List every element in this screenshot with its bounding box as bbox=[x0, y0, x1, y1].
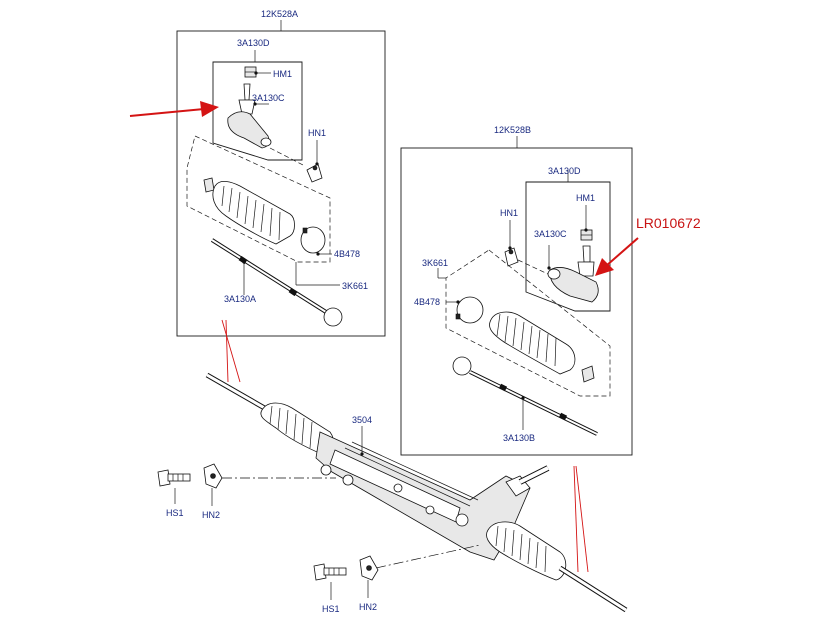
left-tierod-end bbox=[227, 83, 272, 149]
mount-bolt-hs1-bottom bbox=[313, 563, 347, 581]
left-highlight-arrow bbox=[129, 101, 219, 117]
label-HM1-right: HM1 bbox=[576, 193, 595, 203]
steering-rack bbox=[205, 372, 628, 613]
mount-bracket-hn2-bottom bbox=[359, 555, 379, 581]
right-bolt-hn1 bbox=[504, 247, 519, 267]
mount-bracket-hn2-top bbox=[203, 463, 223, 489]
label-HS1-top: HS1 bbox=[166, 508, 184, 518]
label-3K661-right: 3K661 bbox=[422, 258, 448, 268]
right-tierod-end bbox=[547, 245, 599, 303]
label-12K528A: 12K528A bbox=[261, 9, 298, 19]
left-nut-hm1 bbox=[244, 66, 257, 78]
right-boot bbox=[489, 311, 595, 383]
left-boot-frame bbox=[186, 135, 331, 263]
label-HN1-left: HN1 bbox=[308, 128, 326, 138]
label-HM1-left: HM1 bbox=[273, 69, 292, 79]
label-3A130D-left: 3A130D bbox=[237, 38, 270, 48]
label-3A130C-right: 3A130C bbox=[534, 229, 567, 239]
label-HN2-bottom: HN2 bbox=[359, 602, 377, 612]
right-tierod-end-frame bbox=[525, 181, 611, 312]
label-4B478-right: 4B478 bbox=[414, 297, 440, 307]
label-3504: 3504 bbox=[352, 415, 372, 425]
label-12K528B: 12K528B bbox=[494, 125, 531, 135]
left-assembly: 12K528A 3A130D HM1 3A130C HN1 bbox=[176, 9, 386, 337]
left-inner-rod bbox=[210, 238, 343, 327]
right-highlight-arrow bbox=[595, 237, 639, 276]
left-bolt-hn1 bbox=[306, 163, 323, 183]
label-3A130C-left: 3A130C bbox=[252, 93, 285, 103]
right-inner-rod bbox=[452, 356, 598, 436]
right-assembly: 12K528B 3A130D HM1 3A130C HN1 bbox=[400, 125, 633, 456]
label-4B478-left: 4B478 bbox=[334, 249, 360, 259]
label-HN2-top: HN2 bbox=[202, 510, 220, 520]
mount-bolt-hs1-top bbox=[157, 469, 191, 487]
label-3A130D-right: 3A130D bbox=[548, 166, 581, 176]
label-HN1-right: HN1 bbox=[500, 208, 518, 218]
label-HS1-bottom: HS1 bbox=[322, 604, 340, 614]
left-tierod-end-frame bbox=[212, 61, 303, 161]
left-boot bbox=[203, 177, 295, 245]
right-clamp bbox=[455, 296, 484, 324]
red-leader-lines bbox=[221, 319, 589, 573]
label-3A130B: 3A130B bbox=[503, 433, 535, 443]
right-assembly-frame bbox=[400, 147, 633, 456]
part-number-label: LR010672 bbox=[636, 215, 701, 231]
label-3A130A: 3A130A bbox=[224, 294, 256, 304]
label-3K661-left: 3K661 bbox=[342, 281, 368, 291]
left-clamp bbox=[300, 226, 326, 254]
